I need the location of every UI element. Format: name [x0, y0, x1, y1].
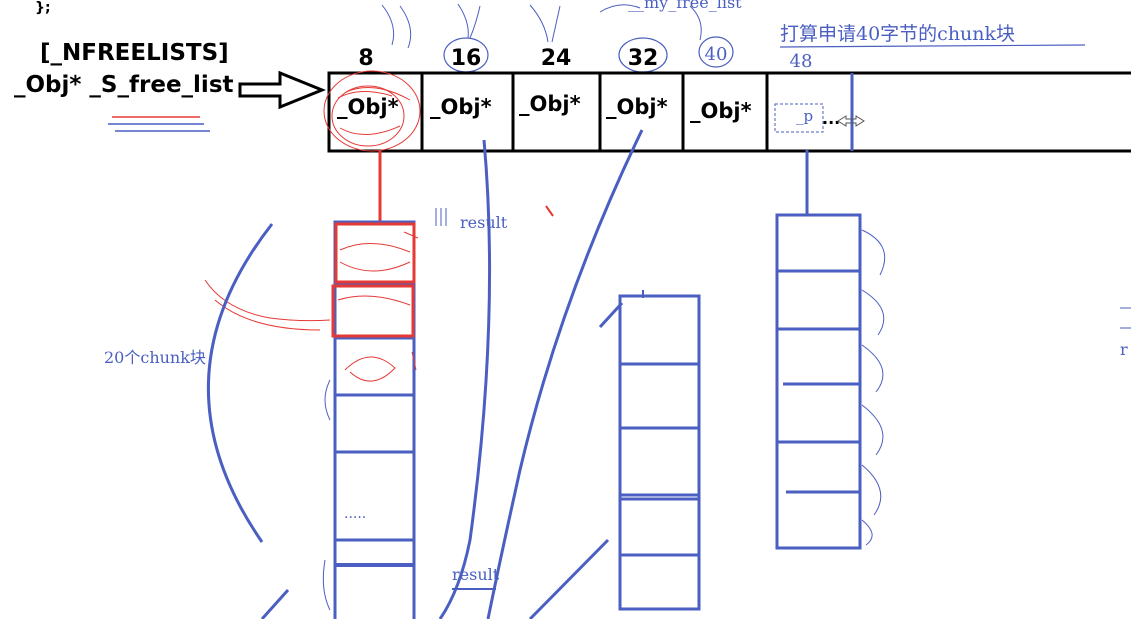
pointer-arrow: [238, 70, 326, 110]
chunk-column-8: [333, 220, 416, 619]
scribble-top-1: [381, 3, 702, 49]
chunk-ellipsis: .....: [344, 506, 366, 522]
chunk-brace: [207, 223, 274, 543]
resize-arrow-icon: [837, 115, 865, 127]
cell-label-40: _Obj*: [690, 99, 752, 123]
size-header-24: 24: [541, 46, 572, 71]
red-chunk-scribble: [337, 231, 419, 382]
blue-link-left-tail: [260, 588, 290, 619]
red-scribble-circle-2: [331, 85, 405, 147]
cell-label-8: _Obj*: [337, 95, 399, 119]
size-header-16: 16: [451, 46, 482, 71]
blue-link-16: [438, 139, 492, 619]
scribble-left-chunk: [322, 379, 331, 611]
size-header-48: 48: [790, 51, 813, 72]
cell-label-24: _Obj*: [519, 92, 581, 116]
request-underline: [779, 44, 1086, 48]
header-circle-40: [698, 36, 734, 68]
scribble-right-48: [861, 229, 885, 546]
red-tick: [545, 205, 554, 217]
size-header-8: 8: [358, 46, 373, 71]
array-type-label: _Obj* _S_free_list: [14, 72, 234, 98]
free-list-array: [327, 71, 1131, 153]
cell-label-32: _Obj*: [606, 95, 668, 119]
cell-label-16: _Obj*: [430, 95, 492, 119]
request-note: 打算申请40字节的chunk块: [780, 23, 1015, 45]
chunk-column-32: [618, 294, 701, 611]
size-header-40: 40: [705, 44, 728, 65]
extra-cell-dots: ...: [822, 109, 840, 128]
result-label-upper: result: [460, 213, 508, 232]
red-scribble-circle-1: [323, 70, 421, 152]
chunk-count-label: 20个chunk块: [104, 348, 206, 367]
allocated-chunk-1: [334, 222, 416, 284]
chunk-column-48: [775, 213, 862, 550]
array-size-label: [_NFREELISTS]: [40, 40, 229, 66]
allocated-chunk-2: [331, 284, 415, 338]
blue-link-32: [486, 129, 644, 619]
blue-link-32-tail: [528, 538, 610, 619]
red-scribble-lines: [337, 87, 411, 136]
edge-char: r: [1120, 340, 1128, 359]
extra-cell-label: _p: [796, 107, 813, 125]
code-fragment: };: [35, 0, 51, 16]
my-free-list-label: __my_free_list: [628, 0, 742, 12]
result-upper-marks: [435, 208, 447, 226]
extra-cell-frame: [774, 103, 824, 133]
size-header-32: 32: [628, 46, 659, 71]
blue-arrow-32-left: [598, 301, 624, 329]
